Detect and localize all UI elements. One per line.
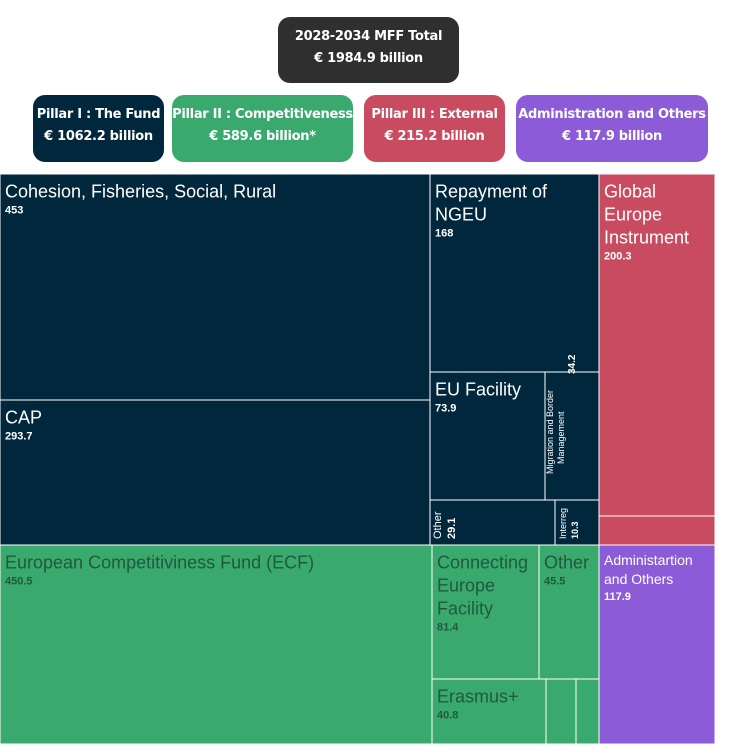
cell-label: European Competitiviness Fund (ECF) (5, 552, 314, 572)
treemap-cell-administartion-and-others (598, 544, 716, 745)
cell-value: 10.3 (570, 521, 580, 539)
cell-label: Erasmus+ (437, 686, 519, 706)
treemap-cell-blank (575, 678, 600, 745)
cell-label: Facility (437, 598, 493, 618)
cell-label: Cohesion, Fisheries, Social, Rural (5, 181, 276, 201)
pillar-1-title: Pillar I : The Fund (36, 107, 161, 122)
cell-value: 34.2 (567, 354, 578, 374)
treemap-cell-migration-and-border-management (544, 371, 600, 501)
cell-label: Connecting (437, 552, 528, 572)
treemap-cell-european-competitiviness-fund-ecf (0, 544, 433, 745)
cell-label: Interreg (558, 508, 568, 539)
cell-label: NGEU (435, 204, 487, 224)
pillar-4-box: Administration and Others € 117.9 billio… (516, 95, 708, 162)
pillar-4-value: € 117.9 billion (561, 129, 663, 144)
treemap-cell-interreg (554, 499, 600, 546)
cell-value: 450.5 (5, 575, 33, 587)
cell-value: 45.5 (544, 575, 565, 587)
treemap-cell-eu-facility (429, 371, 546, 501)
cell-value: 117.9 (604, 591, 631, 603)
treemap-cell-other (538, 544, 600, 680)
treemap-cell-other (429, 499, 556, 546)
cell-label: Instrument (604, 227, 689, 247)
treemap-cell-global-europe-instrument (598, 173, 716, 517)
cell-value: 453 (5, 204, 23, 216)
cell-label: and Others (604, 571, 673, 587)
treemap-cell-cohesion-fisheries-social-rural (0, 173, 431, 401)
cell-value: 40.8 (437, 709, 458, 721)
cell-label: Other (432, 511, 444, 539)
cell-value: 200.3 (604, 250, 632, 262)
pillar-4-title: Administration and Others (518, 107, 706, 122)
pillar-3-value: € 215.2 billion (384, 129, 485, 144)
treemap-cell-connecting-europe-facility (431, 544, 540, 680)
pillar-3-title: Pillar III : External (371, 107, 498, 122)
cell-label: Europe (437, 575, 495, 595)
cell-label: Global (604, 181, 656, 201)
pillar-2-title: Pillar II : Competitiveness (172, 107, 353, 122)
cell-value: 293.7 (5, 430, 33, 442)
mff-total-value: € 1984.9 billion (314, 51, 423, 66)
cell-value: 168 (435, 227, 453, 239)
cell-label: Migration and Border (545, 390, 555, 474)
cell-label: Administartion (604, 552, 693, 568)
mff-total-title: 2028-2034 MFF Total (294, 29, 443, 44)
mff-total-box: 2028-2034 MFF Total € 1984.9 billion (278, 17, 459, 83)
pillar-2-box: Pillar II : Competitiveness € 589.6 bill… (172, 95, 353, 162)
treemap-cell-blank (598, 515, 716, 546)
pillar-1-value: € 1062.2 billion (44, 129, 153, 144)
treemap-cell-blank (545, 678, 577, 745)
treemap-cell-cap (0, 399, 431, 546)
cell-value: 29.1 (446, 518, 458, 539)
cell-label: Europe (604, 204, 662, 224)
cell-label: EU Facility (435, 379, 521, 399)
treemap-cell-erasmus (431, 678, 547, 745)
cell-value: 81.4 (437, 621, 459, 633)
cell-label: Management (556, 411, 566, 464)
pillar-2-value: € 589.6 billion* (209, 129, 316, 144)
cell-label: Repayment of (435, 181, 548, 201)
cell-label: Other (544, 552, 589, 572)
pillar-1-box: Pillar I : The Fund € 1062.2 billion (33, 95, 164, 162)
treemap-cell-repayment-of-ngeu (429, 173, 600, 373)
cell-value: 73.9 (435, 402, 456, 414)
cell-label: CAP (5, 407, 42, 427)
pillar-3-box: Pillar III : External € 215.2 billion (364, 95, 505, 162)
